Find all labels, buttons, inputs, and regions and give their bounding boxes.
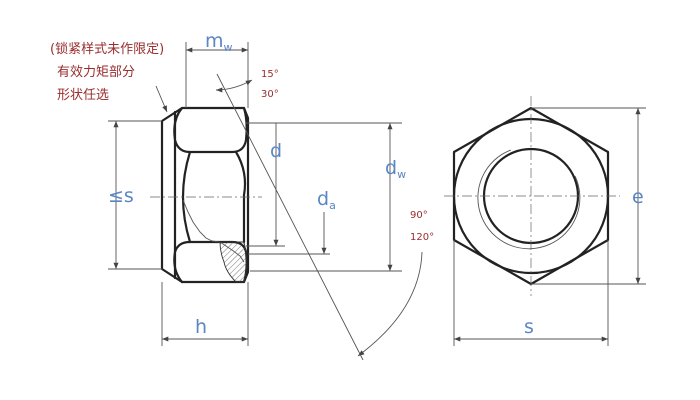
angle-90-label: 90° xyxy=(410,210,428,221)
annotation-line-2: 有效力矩部分 xyxy=(57,65,135,80)
angle-120-label: 120° xyxy=(410,232,434,243)
annotation-leader xyxy=(155,85,168,113)
dw-label: dw xyxy=(385,157,406,181)
top-chamfer-contour xyxy=(173,106,248,154)
countersink-angle-arc xyxy=(357,251,423,357)
s-max-label: ≤s xyxy=(108,185,134,207)
angle-15-label: 15° xyxy=(261,69,279,80)
chamfer-angle-line xyxy=(216,73,364,361)
s-label: s xyxy=(524,316,534,338)
chamfer-angle-arc xyxy=(215,79,253,93)
h-label: h xyxy=(195,316,207,338)
e-label: e xyxy=(632,186,644,208)
hatched-section xyxy=(219,241,248,283)
d-label: d xyxy=(270,140,282,162)
front-view: s e xyxy=(444,96,646,346)
side-view: mw 15° 30° ≤s h d da dw xyxy=(50,30,434,361)
mw-label: mw xyxy=(205,30,233,54)
angle-30-label: 30° xyxy=(261,89,279,100)
thread-arc xyxy=(477,149,581,250)
da-label: da xyxy=(317,188,336,212)
annotation-line-3: 形状任选 xyxy=(57,88,109,103)
nut-body-outline xyxy=(160,106,250,284)
bore-contour-right xyxy=(234,150,247,244)
annotation-line-1: (锁紧样式未作限定) xyxy=(50,41,164,57)
